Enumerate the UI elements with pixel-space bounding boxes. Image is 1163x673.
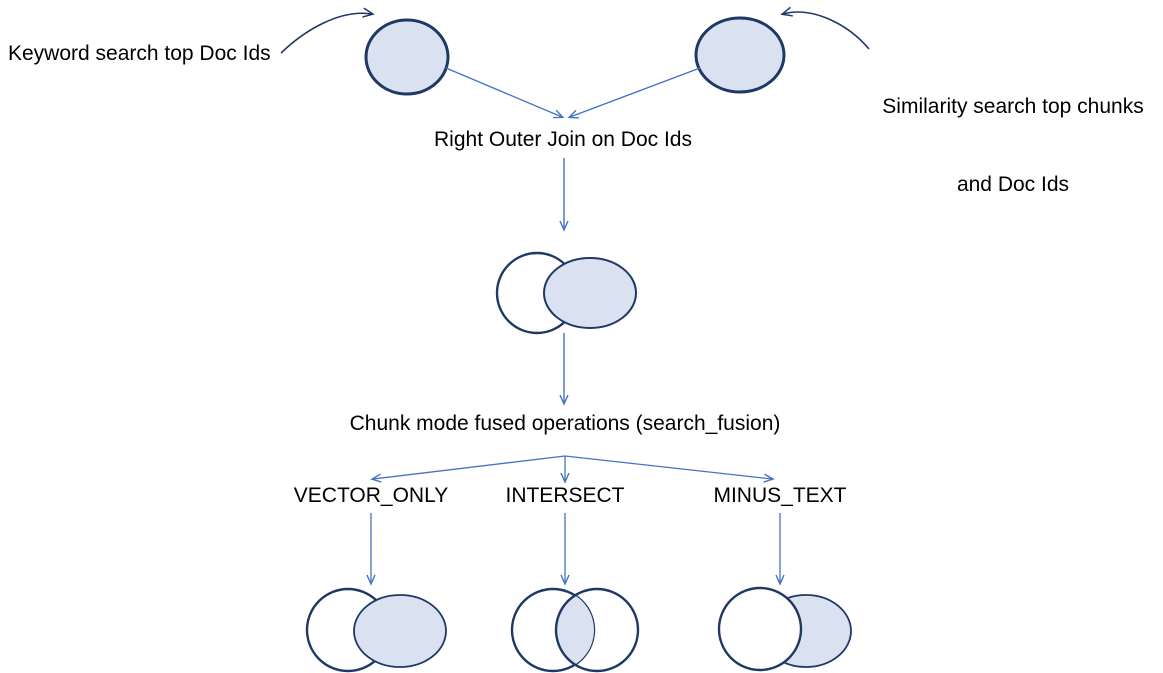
keyword-search-label: Keyword search top Doc Ids [8, 42, 271, 65]
similarity-search-curved-arrow [780, 6, 870, 50]
intersect-venn-right-circle [554, 587, 640, 673]
similarity-search-label-line1: Similarity search top chunks [882, 94, 1144, 118]
fused-to-vector-only-arrow [370, 455, 566, 483]
vector-only-label: VECTOR_ONLY [293, 484, 449, 507]
minus-text-label: MINUS_TEXT [713, 484, 847, 507]
minus-text-venn-left-circle [717, 586, 803, 672]
vector-only-venn-right-circle [353, 594, 447, 668]
intersect-label: INTERSECT [505, 484, 625, 507]
keyword-doc-ids-ellipse [364, 18, 450, 96]
joined-venn-right-circle [543, 257, 637, 329]
keyword-search-curved-arrow [280, 7, 375, 54]
similarity-doc-ids-ellipse [694, 16, 786, 94]
chunk-fused-operations-label: Chunk mode fused operations (search_fusi… [349, 412, 781, 435]
minus-text-venn [717, 586, 852, 672]
similarity-search-label: Similarity search top chunks and Doc Ids [868, 41, 1158, 225]
intersect-venn-overlap-lens [556, 589, 594, 671]
vector-only-venn [305, 587, 447, 673]
joined-venn [495, 251, 637, 335]
fused-to-minus-text-arrow [564, 455, 775, 483]
similarity-to-join-arrow [567, 67, 701, 119]
keyword-to-join-arrow [445, 67, 565, 119]
similarity-search-label-line2: and Doc Ids [956, 173, 1070, 197]
intersect-venn [510, 587, 640, 673]
right-outer-join-label: Right Outer Join on Doc Ids [434, 128, 692, 151]
